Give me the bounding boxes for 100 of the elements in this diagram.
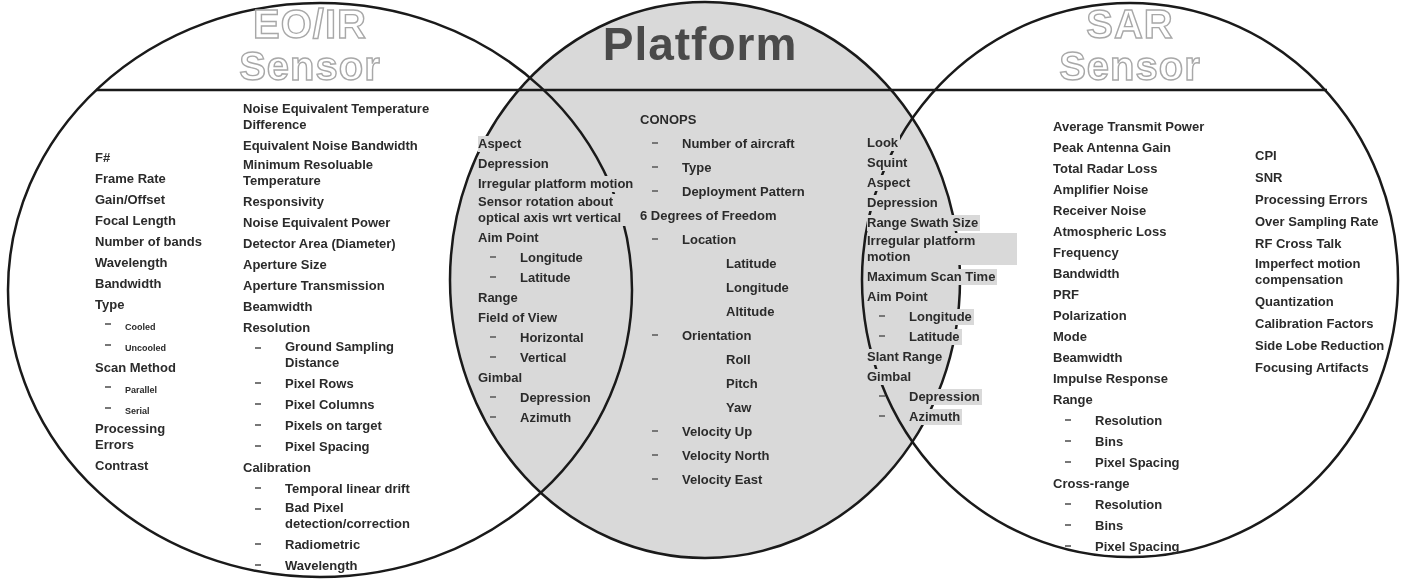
list-item-text: Pitch xyxy=(726,376,758,392)
list-item-text: Noise Equivalent Temperature Difference xyxy=(243,101,431,133)
list-item-text: Irregular platform motion xyxy=(478,176,636,192)
list-item-text: Calibration xyxy=(243,460,311,476)
list-item-text: Depression xyxy=(478,156,551,172)
list-item-text: Frequency xyxy=(1053,245,1119,261)
list-item-text: Parallel xyxy=(125,384,158,397)
list-item-text: Yaw xyxy=(726,400,752,416)
list-item-text: Squint xyxy=(867,155,910,171)
list-item-text: Look xyxy=(867,135,901,151)
list-item-text: Aspect xyxy=(867,175,913,191)
list-item-text: Cooled xyxy=(125,321,156,334)
list-item-text: CPI xyxy=(1255,148,1277,164)
list-item-text: Type xyxy=(95,297,125,313)
list-item-text: Gain/Offset xyxy=(95,192,166,208)
list-item-text: Altitude xyxy=(726,304,775,320)
list-item-text: Pixel Rows xyxy=(285,376,354,392)
list-item-text: Resolution xyxy=(1095,497,1163,513)
list-item-text: Pixel Spacing xyxy=(285,439,370,455)
list-item-text: Latitude xyxy=(726,256,777,272)
list-item-text: Serial xyxy=(125,405,150,418)
list-item-text: Frame Rate xyxy=(95,171,166,187)
list-item-text: Noise Equivalent Power xyxy=(243,215,391,231)
venn-circle xyxy=(862,3,1398,557)
list-item-text: Azimuth xyxy=(909,409,963,425)
list-item-text: Peak Antenna Gain xyxy=(1053,140,1171,156)
list-item-text: Scan Method xyxy=(95,360,176,376)
list-item-text: Longitude xyxy=(726,280,789,296)
list-item-text: Contrast xyxy=(95,458,149,474)
list-item-text: Amplifier Noise xyxy=(1053,182,1149,198)
list-item-text: Minimum Resoluable Temperature xyxy=(243,157,375,189)
list-item-text: Depression xyxy=(520,390,593,406)
list-item-text: Velocity North xyxy=(682,448,770,464)
list-item-text: Number of bands xyxy=(95,234,202,250)
list-item-text: PRF xyxy=(1053,287,1079,303)
list-item-text: Quantization xyxy=(1255,294,1334,310)
list-item-text: RF Cross Talk xyxy=(1255,236,1342,252)
list-item-text: Focusing Artifacts xyxy=(1255,360,1369,376)
list-item-text: Equivalent Noise Bandwidth xyxy=(243,138,418,154)
list-item-text: Roll xyxy=(726,352,751,368)
list-item-text: Resolution xyxy=(243,320,311,336)
list-item-text: Calibration Factors xyxy=(1255,316,1374,332)
list-item-text: Total Radar Loss xyxy=(1053,161,1158,177)
list-item-text: Aperture Transmission xyxy=(243,278,385,294)
list-item-text: Average Transmit Power xyxy=(1053,119,1205,135)
list-item-text: Aspect xyxy=(478,136,524,152)
list-item-text: Pixel Spacing xyxy=(1095,455,1180,471)
list-item-text: Pixel Columns xyxy=(285,397,375,413)
list-item-text: Bins xyxy=(1095,434,1124,450)
list-item-text: Range xyxy=(1053,392,1093,408)
list-item-text: Deployment Pattern xyxy=(682,184,805,200)
list-item-text: Orientation xyxy=(682,328,752,344)
list-item-text: Range xyxy=(478,290,520,306)
list-item-text: Longitude xyxy=(520,250,585,266)
circle-title: EO/IR Sensor xyxy=(238,3,382,87)
list-item-text: Range Swath Size xyxy=(867,215,981,231)
list-item-text: Bins xyxy=(1095,518,1124,534)
list-item-text: Polarization xyxy=(1053,308,1127,324)
list-item-text: Side Lobe Reduction xyxy=(1255,338,1385,354)
circle-title: Platform xyxy=(601,18,799,70)
list-item-text: Gimbal xyxy=(867,369,914,385)
list-item-text: Location xyxy=(682,232,737,248)
list-item-text: Depression xyxy=(867,195,940,211)
circle-title: SAR Sensor xyxy=(1058,3,1202,87)
list-item-text: Bad Pixel detection/correction xyxy=(285,500,411,532)
list-item-text: Type xyxy=(682,160,712,176)
list-item-text: Irregular platform motion xyxy=(867,233,1017,265)
list-item-text: Impulse Response xyxy=(1053,371,1168,387)
list-item-text: Radiometric xyxy=(285,537,361,553)
list-item-text: Beamwidth xyxy=(1053,350,1123,366)
list-item-text: Responsivity xyxy=(243,194,324,210)
list-item-text: Pixels on target xyxy=(285,418,382,434)
list-item-text: Longitude xyxy=(909,309,974,325)
list-item-text: Detector Area (Diameter) xyxy=(243,236,396,252)
list-item-text: Wavelength xyxy=(95,255,168,271)
list-item-text: 6 Degrees of Freedom xyxy=(640,208,777,224)
list-item-text: Imperfect motion compensation xyxy=(1255,256,1362,288)
list-item-text: Beamwidth xyxy=(243,299,313,315)
list-item-text: Aperture Size xyxy=(243,257,327,273)
list-item-text: Resolution xyxy=(1095,413,1163,429)
list-item-text: Uncooled xyxy=(125,342,166,355)
list-item-text: Pixel Spacing xyxy=(1095,539,1180,555)
list-item-text: Bandwidth xyxy=(1053,266,1120,282)
list-item-text: Over Sampling Rate xyxy=(1255,214,1379,230)
list-item-text: Processing Errors xyxy=(95,421,167,453)
list-item-text: Latitude xyxy=(909,329,962,345)
list-item-text: F# xyxy=(95,150,111,166)
list-item-text: Velocity Up xyxy=(682,424,753,440)
list-item-text: Number of aircraft xyxy=(682,136,795,152)
list-item-text: Cross-range xyxy=(1053,476,1130,492)
list-item-text: Atmospheric Loss xyxy=(1053,224,1167,240)
list-item-text: Slant Range xyxy=(867,349,945,365)
list-item-text: CONOPS xyxy=(640,112,697,128)
list-item-text: Velocity East xyxy=(682,472,763,488)
list-item-text: Focal Length xyxy=(95,213,176,229)
list-item-text: Wavelength xyxy=(285,558,358,574)
list-item-text: Temporal linear drift xyxy=(285,481,410,497)
list-item-text: Receiver Noise xyxy=(1053,203,1147,219)
list-item-text: Bandwidth xyxy=(95,276,162,292)
list-item-text: Mode xyxy=(1053,329,1087,345)
